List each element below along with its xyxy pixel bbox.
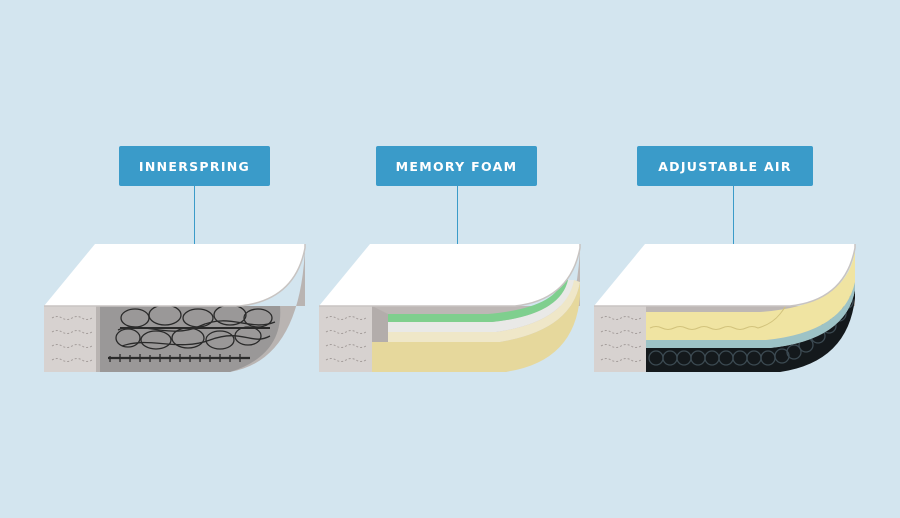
- memory-foam-mattress: [319, 244, 581, 372]
- memory-foam-side-panel: [319, 306, 372, 372]
- innerspring-mattress: [44, 244, 306, 372]
- memory-foam-top-surface: [319, 244, 580, 306]
- memory-foam-quilt-stitching: [325, 316, 367, 362]
- innerspring-connector: [194, 186, 195, 266]
- memory-foam-base-layer: [372, 282, 580, 372]
- memory-foam-connector: [457, 186, 458, 266]
- memory-foam-cooling-layer: [388, 279, 568, 322]
- adjustable-air-comfort-stitching: [649, 285, 799, 330]
- adjustable-air-side-panel: [594, 306, 646, 372]
- innerspring-top-surface: [44, 244, 305, 306]
- memory-foam-transition-layer: [388, 280, 574, 332]
- innerspring-side-panel: [44, 306, 96, 372]
- innerspring-label: INNERSPRING: [119, 146, 270, 186]
- adjustable-air-mattress: [594, 244, 856, 372]
- memory-foam-label-text: MEMORY FOAM: [395, 158, 518, 174]
- memory-foam-comfort-layer: [372, 280, 580, 342]
- adjustable-air-label: ADJUSTABLE AIR: [637, 146, 813, 186]
- adjustable-air-top-surface: [594, 244, 855, 306]
- innerspring-coils: [108, 306, 276, 362]
- innerspring-quilt-stitching: [51, 316, 93, 362]
- memory-foam-label: MEMORY FOAM: [376, 146, 537, 186]
- adjustable-air-connector: [733, 186, 734, 266]
- adjustable-air-separator-layer: [646, 282, 855, 348]
- adjustable-air-quilt-stitching: [600, 316, 642, 362]
- innerspring-label-text: INNERSPRING: [138, 158, 251, 174]
- adjustable-air-label-text: ADJUSTABLE AIR: [658, 158, 792, 174]
- adjustable-air-comfort-layer: [646, 250, 855, 340]
